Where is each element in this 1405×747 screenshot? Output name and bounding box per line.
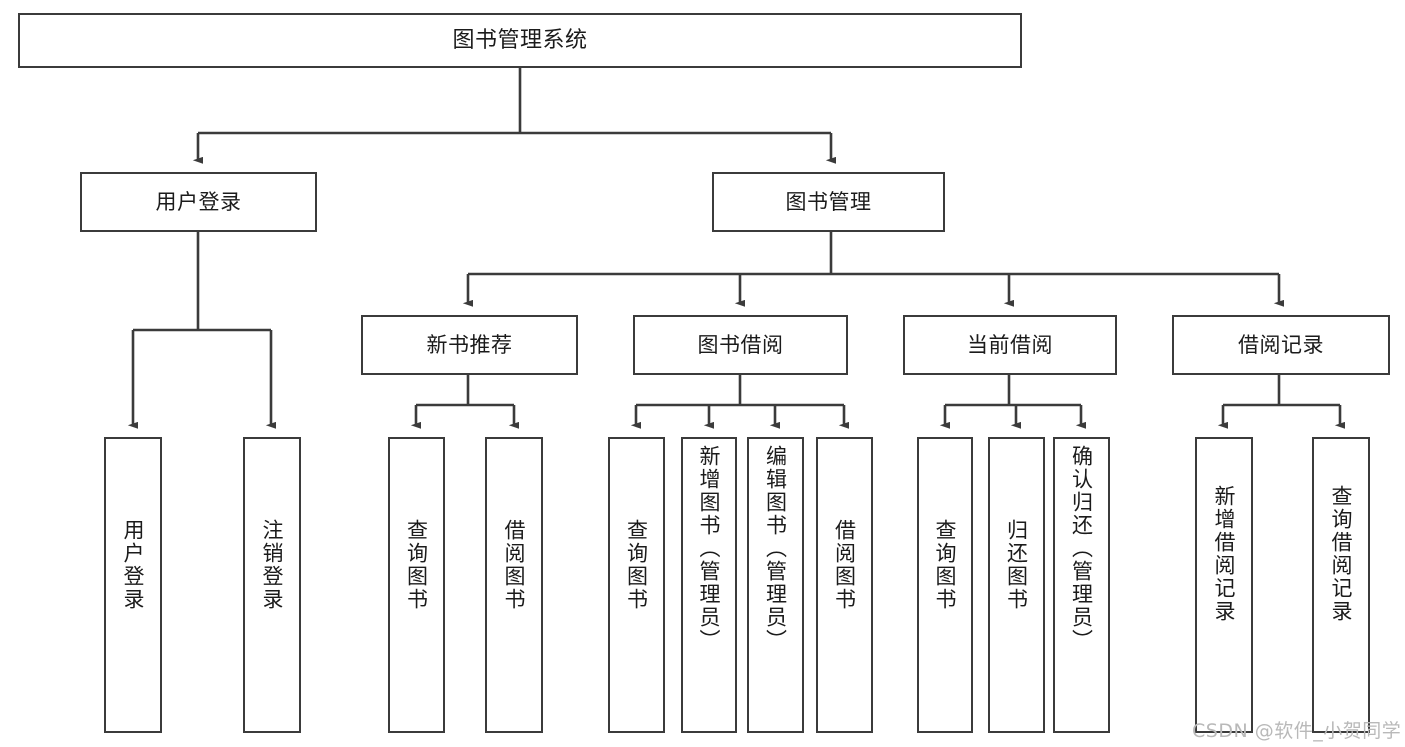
node-label: 图书借阅 xyxy=(697,332,784,357)
node-user-login[interactable]: 用户登录 xyxy=(80,172,317,232)
node-label: 编辑图书（管理员） xyxy=(763,445,788,652)
node-book-borrow[interactable]: 图书借阅 xyxy=(633,315,848,375)
node-root-book-management-system[interactable]: 图书管理系统 xyxy=(18,13,1022,68)
edges-borrowrecord-to-leaves xyxy=(1217,375,1346,429)
node-leaf-borrow-book-borrow[interactable]: 借阅图书 xyxy=(816,437,873,733)
edges-bookmanage-to-level2 xyxy=(462,232,1285,307)
node-leaf-add-borrow-record[interactable]: 新增借阅记录 xyxy=(1195,437,1253,733)
node-label: 借阅图书 xyxy=(502,519,527,611)
edges-newbook-to-leaves xyxy=(410,375,520,429)
node-leaf-user-login[interactable]: 用户登录 xyxy=(104,437,162,733)
edges-currentborrow-to-leaves xyxy=(939,375,1087,429)
edges-root-to-level1 xyxy=(192,68,837,164)
node-leaf-query-book-current[interactable]: 查询图书 xyxy=(917,437,973,733)
node-label: 借阅图书 xyxy=(832,519,857,611)
node-label: 图书管理系统 xyxy=(452,27,588,53)
node-label: 查询图书 xyxy=(404,519,429,611)
node-label: 用户登录 xyxy=(155,189,242,214)
node-label: 借阅记录 xyxy=(1238,332,1324,357)
node-label: 查询图书 xyxy=(933,519,958,611)
node-leaf-query-book-recommend[interactable]: 查询图书 xyxy=(388,437,445,733)
node-label: 确认归还（管理员） xyxy=(1069,445,1094,652)
edges-bookborrow-to-leaves xyxy=(630,375,850,429)
node-label: 当前借阅 xyxy=(967,332,1053,357)
node-current-borrow[interactable]: 当前借阅 xyxy=(903,315,1117,375)
node-label: 用户登录 xyxy=(121,519,146,611)
node-label: 新书推荐 xyxy=(426,332,513,357)
node-leaf-return-book[interactable]: 归还图书 xyxy=(988,437,1045,733)
node-leaf-logout-login[interactable]: 注销登录 xyxy=(243,437,301,733)
node-label: 新增借阅记录 xyxy=(1212,485,1237,623)
node-label: 注销登录 xyxy=(260,519,285,611)
node-label: 图书管理 xyxy=(785,189,872,214)
node-borrow-record[interactable]: 借阅记录 xyxy=(1172,315,1390,375)
node-leaf-add-book-admin[interactable]: 新增图书（管理员） xyxy=(681,437,737,733)
node-label: 归还图书 xyxy=(1004,519,1029,611)
node-leaf-borrow-book-recommend[interactable]: 借阅图书 xyxy=(485,437,543,733)
node-leaf-query-book-borrow[interactable]: 查询图书 xyxy=(608,437,665,733)
node-label: 新增图书（管理员） xyxy=(697,445,722,652)
node-new-book-recommend[interactable]: 新书推荐 xyxy=(361,315,578,375)
node-leaf-confirm-return-admin[interactable]: 确认归还（管理员） xyxy=(1053,437,1110,733)
node-book-management[interactable]: 图书管理 xyxy=(712,172,945,232)
csdn-watermark: CSDN @软件_小贺同学 xyxy=(1192,720,1402,742)
edges-userlogin-to-leaves xyxy=(127,232,277,429)
node-leaf-edit-book-admin[interactable]: 编辑图书（管理员） xyxy=(747,437,804,733)
node-label: 查询图书 xyxy=(624,519,649,611)
node-leaf-query-borrow-record[interactable]: 查询借阅记录 xyxy=(1312,437,1370,733)
node-label: 查询借阅记录 xyxy=(1329,485,1354,623)
